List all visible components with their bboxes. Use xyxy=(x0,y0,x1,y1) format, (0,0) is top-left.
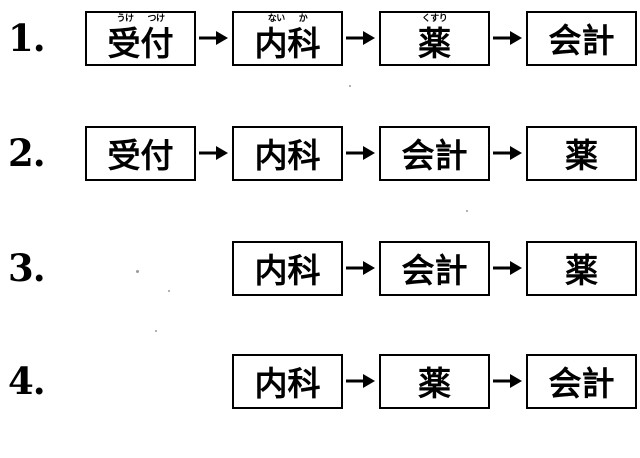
flow-node[interactable]: 内科 xyxy=(232,125,343,181)
flow-node[interactable]: 受付 xyxy=(85,125,196,181)
arrow-head xyxy=(363,31,375,45)
flow-chain: 内科 会計 薬 xyxy=(232,240,637,296)
flow-node[interactable]: くすり薬 xyxy=(379,10,490,66)
furigana-row: うけ つけ xyxy=(87,13,194,24)
option-number: 2. xyxy=(8,130,46,175)
flow-node[interactable]: 薬 xyxy=(526,240,637,296)
scan-speckle xyxy=(466,210,468,212)
furigana-row: くすり xyxy=(381,13,488,24)
flow-node-label: 受付 xyxy=(107,23,174,63)
arrow-shaft xyxy=(346,379,369,383)
scan-speckle xyxy=(155,330,157,332)
arrow-right-icon xyxy=(196,142,232,164)
arrow-right-icon xyxy=(490,27,526,49)
arrow-right-icon xyxy=(490,142,526,164)
flow-node[interactable]: 会計 xyxy=(526,10,637,66)
arrow-shaft xyxy=(493,266,516,270)
flow-node-label: 内科 xyxy=(254,250,321,290)
option-row[interactable]: 4. 内科 薬 会計 xyxy=(0,343,640,458)
arrow-shaft xyxy=(199,151,222,155)
arrow-shaft xyxy=(199,36,222,40)
arrow-shaft xyxy=(493,36,516,40)
arrow-right-icon xyxy=(343,370,379,392)
arrow-right-icon xyxy=(343,142,379,164)
flow-chain: 受付 内科 会計 薬 xyxy=(85,125,637,181)
flow-node-label: 内科 xyxy=(254,23,321,63)
flow-node-label: 内科 xyxy=(254,363,321,403)
arrow-head xyxy=(363,374,375,388)
flow-node-label: 会計 xyxy=(548,20,615,60)
flow-node[interactable]: 内科 xyxy=(232,353,343,409)
arrow-shaft xyxy=(493,151,516,155)
furigana-text: ない xyxy=(267,13,286,24)
arrow-head xyxy=(216,146,228,160)
scan-speckle xyxy=(349,85,351,87)
flow-node-label: 内科 xyxy=(254,135,321,175)
option-row[interactable]: 3. 内科 会計 薬 xyxy=(0,230,640,345)
furigana-text: くすり xyxy=(421,13,448,24)
arrow-shaft xyxy=(346,266,369,270)
flow-node-label: 薬 xyxy=(418,23,451,63)
flow-node[interactable]: 薬 xyxy=(379,353,490,409)
flow-node[interactable]: 会計 xyxy=(379,240,490,296)
flow-node[interactable]: 会計 xyxy=(379,125,490,181)
arrow-head xyxy=(510,146,522,160)
flow-node-label: 会計 xyxy=(401,135,468,175)
furigana-text: つけ xyxy=(147,13,166,24)
arrow-head xyxy=(216,31,228,45)
option-number: 1. xyxy=(8,15,46,60)
arrow-shaft xyxy=(493,379,516,383)
flow-node-label: 薬 xyxy=(565,135,598,175)
option-row[interactable]: 2. 受付 内科 会計 薬 xyxy=(0,115,640,230)
arrow-head xyxy=(363,146,375,160)
arrow-shaft xyxy=(346,151,369,155)
arrow-head xyxy=(510,261,522,275)
flow-node-label: 会計 xyxy=(401,250,468,290)
flow-node[interactable]: 内科 xyxy=(232,240,343,296)
arrow-right-icon xyxy=(490,370,526,392)
scan-speckle xyxy=(136,270,139,273)
flow-node-label: 会計 xyxy=(548,363,615,403)
arrow-right-icon xyxy=(343,27,379,49)
arrow-right-icon xyxy=(490,257,526,279)
flow-node-label: 薬 xyxy=(418,363,451,403)
arrow-head xyxy=(510,374,522,388)
scan-speckle xyxy=(168,290,170,292)
furigana-text: か xyxy=(298,13,308,24)
flow-node[interactable]: うけ つけ受付 xyxy=(85,10,196,66)
flow-node[interactable]: 会計 xyxy=(526,353,637,409)
arrow-right-icon xyxy=(343,257,379,279)
flow-node[interactable]: 薬 xyxy=(526,125,637,181)
arrow-head xyxy=(510,31,522,45)
arrow-right-icon xyxy=(196,27,232,49)
option-number: 3. xyxy=(8,245,46,290)
flow-node-label: 薬 xyxy=(565,250,598,290)
option-row[interactable]: 1. うけ つけ受付 ない か内科 くすり薬 会計 xyxy=(0,0,640,115)
furigana-row: ない か xyxy=(234,13,341,24)
arrow-shaft xyxy=(346,36,369,40)
furigana-text: うけ xyxy=(116,13,134,24)
flow-node[interactable]: ない か内科 xyxy=(232,10,343,66)
arrow-head xyxy=(363,261,375,275)
flow-chain: うけ つけ受付 ない か内科 くすり薬 会計 xyxy=(85,10,637,66)
flow-node-label: 受付 xyxy=(107,135,174,175)
flow-chain: 内科 薬 会計 xyxy=(232,353,637,409)
option-number: 4. xyxy=(8,358,46,403)
